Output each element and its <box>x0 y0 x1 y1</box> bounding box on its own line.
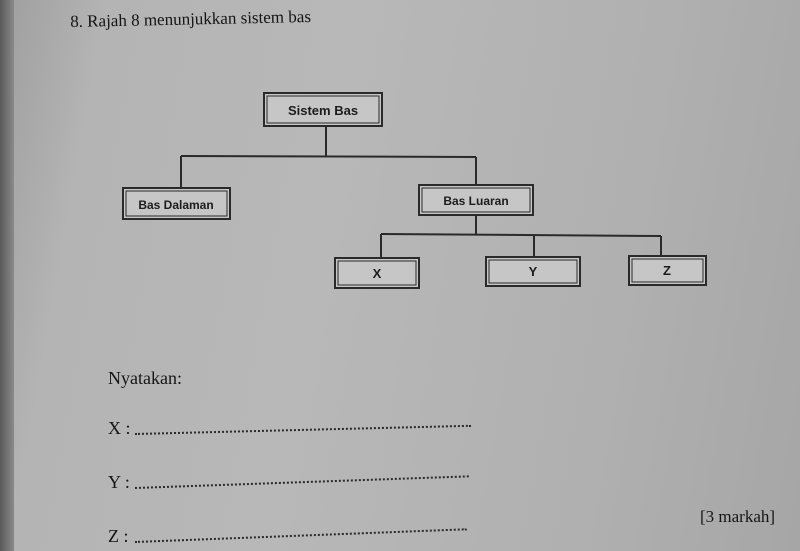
answer-label-x: X : <box>108 418 131 438</box>
connector-lines <box>180 125 662 258</box>
node-y: Y <box>485 256 581 287</box>
node-x: X <box>334 257 420 289</box>
node-root-label: Sistem Bas <box>288 103 358 118</box>
node-bas-luaran-label: Bas Luaran <box>443 194 508 208</box>
node-bas-luaran: Bas Luaran <box>418 184 534 216</box>
node-root: Sistem Bas <box>263 92 383 127</box>
answer-label-y: Y : <box>108 472 130 492</box>
node-bas-dalaman-label: Bas Dalaman <box>138 198 213 212</box>
node-y-label: Y <box>529 264 538 279</box>
instruction-text: Nyatakan: <box>108 368 182 388</box>
node-x-label: X <box>373 266 382 281</box>
node-z: Z <box>628 255 707 286</box>
page-binding-edge <box>0 0 14 551</box>
marks-label: [3 markah] <box>700 507 776 526</box>
answer-label-z: Z : <box>108 526 129 546</box>
node-z-label: Z <box>663 263 671 278</box>
node-bas-dalaman: Bas Dalaman <box>122 187 231 220</box>
